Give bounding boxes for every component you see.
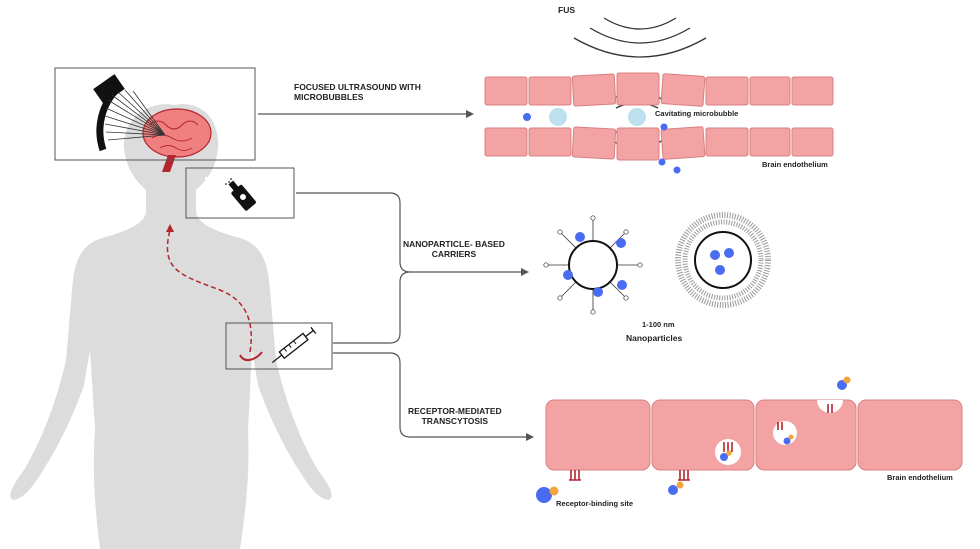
connector-arrows — [258, 113, 530, 438]
nanoparticle-carriers-label: NANOPARTICLE- BASED CARRIERS — [403, 239, 505, 259]
drug-particles-top — [523, 113, 681, 174]
nanoparticle-liposome — [675, 212, 771, 308]
nasal-spray-icon — [228, 180, 256, 211]
nanoparticles-label: Nanoparticles — [626, 333, 683, 343]
brain-endothelium-top-label: Brain endothelium — [762, 160, 828, 169]
brain-icon — [142, 108, 212, 172]
ultrasound-transducer-icon — [93, 74, 166, 152]
fus-label: FUS — [558, 5, 575, 15]
endothelium-bottom — [545, 399, 963, 471]
endothelium-top — [484, 72, 834, 161]
focused-ultrasound-label: FOCUSED ULTRASOUND WITH MICROBUBBLES — [294, 82, 421, 102]
circulation-path — [166, 229, 252, 353]
human-silhouette — [10, 104, 332, 549]
cavitating-microbubble-label: Cavitating microbubble — [655, 109, 739, 118]
receptors — [569, 404, 833, 481]
nanoparticle-functionalized — [543, 215, 643, 315]
receptor-binding-site-label: Receptor-binding site — [556, 499, 634, 508]
microbubbles — [549, 108, 646, 126]
syringe-icon — [271, 326, 317, 363]
ligand-drug-complexes — [536, 376, 851, 503]
size-range-label: 1-100 nm — [642, 320, 675, 329]
nasal-panel — [185, 167, 295, 219]
fus-panel — [54, 67, 256, 161]
injection-panel — [225, 322, 333, 370]
receptor-mediated-label: RECEPTOR-MEDIATED TRANSCYTOSIS — [408, 406, 502, 426]
circulation-arrowhead — [166, 224, 174, 232]
brain-endothelium-bottom-label: Brain endothelium — [887, 473, 953, 482]
